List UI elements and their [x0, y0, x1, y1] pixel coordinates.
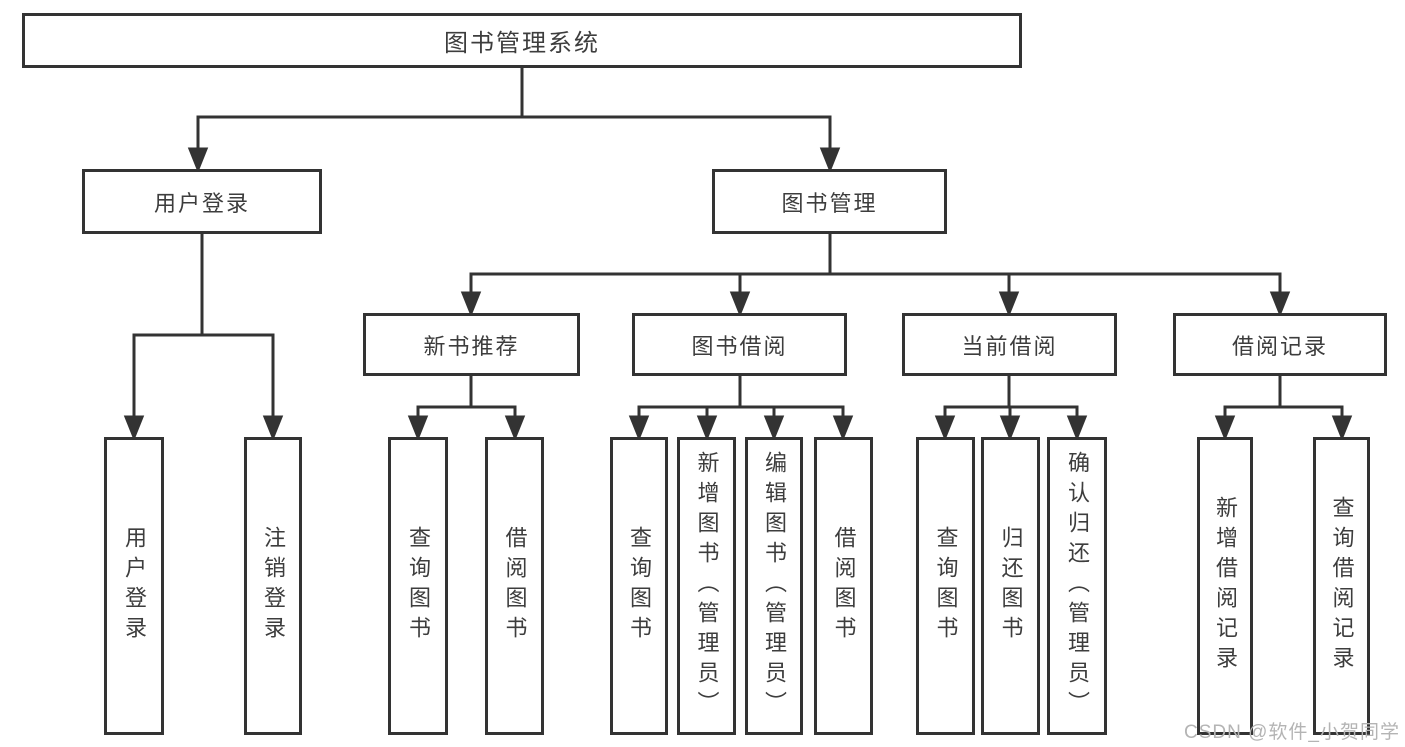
connector-current-borrow-children: [934, 376, 1088, 442]
leaf-label: 用户登录: [122, 526, 147, 646]
leaf-label: 注销登录: [261, 526, 286, 646]
leaf-label: 查询图书: [406, 526, 431, 646]
leaf-label: 查询借阅记录: [1329, 496, 1355, 676]
leaf-add-book-admin: 新增图书（管理员）: [677, 437, 736, 735]
csdn-watermark: CSDN @软件_小贺同学: [1184, 722, 1400, 743]
node-new-book-recommend: 新书推荐: [363, 313, 580, 376]
node-label: 当前借阅: [961, 333, 1058, 359]
leaf-query-books-current: 查询图书: [916, 437, 975, 735]
leaf-label: 新增借阅记录: [1213, 496, 1238, 676]
node-book-management: 图书管理: [712, 169, 947, 234]
leaf-confirm-return-admin: 确认归还（管理员）: [1047, 437, 1107, 735]
leaf-user-login: 用户登录: [104, 437, 164, 735]
node-label: 借阅记录: [1231, 333, 1328, 359]
node-book-borrow: 图书借阅: [632, 313, 847, 376]
node-label: 图书管理系统: [444, 30, 600, 57]
leaf-label: 编辑图书（管理员）: [762, 451, 787, 721]
node-label: 图书管理: [781, 190, 878, 216]
leaf-add-borrow-record: 新增借阅记录: [1197, 437, 1253, 735]
leaf-query-books-recommend: 查询图书: [388, 437, 448, 735]
leaf-label: 新增图书（管理员）: [694, 451, 720, 721]
leaf-label: 归还图书: [998, 526, 1024, 646]
node-current-borrow: 当前借阅: [902, 313, 1117, 376]
leaf-label: 借阅图书: [502, 526, 528, 646]
leaf-logout: 注销登录: [244, 437, 302, 735]
connector-book-management-to-level3: [460, 234, 1291, 318]
leaf-query-borrow-record: 查询借阅记录: [1313, 437, 1370, 735]
node-label: 用户登录: [153, 190, 250, 216]
leaf-label: 查询图书: [933, 526, 959, 646]
node-borrow-record: 借阅记录: [1173, 313, 1387, 376]
leaf-return-book: 归还图书: [981, 437, 1040, 735]
leaf-borrow-books: 借阅图书: [814, 437, 873, 735]
leaf-query-books-borrow: 查询图书: [610, 437, 668, 735]
connector-borrow-record-children: [1214, 376, 1353, 442]
connector-user-login-children: [123, 234, 284, 442]
connector-root-to-level2: [187, 68, 841, 174]
node-user-login: 用户登录: [82, 169, 322, 234]
node-label: 图书借阅: [691, 333, 788, 359]
leaf-edit-book-admin: 编辑图书（管理员）: [745, 437, 803, 735]
connector-book-borrow-children: [628, 376, 854, 442]
node-label: 新书推荐: [423, 333, 520, 359]
connector-new-book-rec-children: [407, 376, 526, 442]
leaf-borrow-books-recommend: 借阅图书: [485, 437, 544, 735]
node-library-system-root: 图书管理系统: [22, 13, 1022, 68]
leaf-label: 查询图书: [627, 526, 652, 646]
leaf-label: 确认归还（管理员）: [1065, 451, 1090, 721]
leaf-label: 借阅图书: [831, 526, 857, 646]
